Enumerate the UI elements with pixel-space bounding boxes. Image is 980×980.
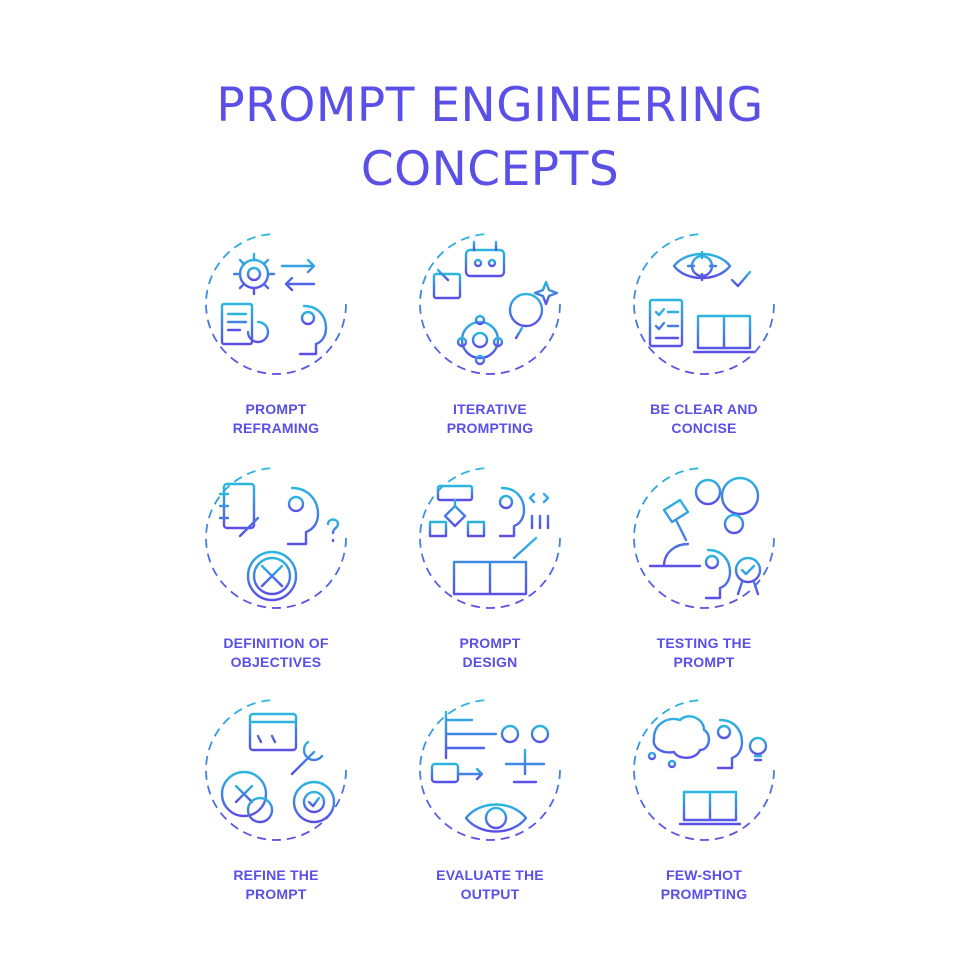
robot-icon: [430, 762, 484, 784]
open-book-icon: [692, 314, 756, 354]
compass-icon: [246, 550, 298, 602]
compass-icon: [220, 770, 274, 824]
bar-chart-icon: [444, 710, 498, 760]
concept-card-testing-the-prompt: TESTING THE PROMPT: [614, 458, 794, 672]
concept-label: DEFINITION OF OBJECTIVES: [223, 635, 329, 670]
robot-icon: [464, 240, 506, 278]
concept-card-be-clear-and-concise: BE CLEAR AND CONCISE: [614, 224, 794, 438]
arrows-icon: [280, 258, 316, 292]
iterative-prompting-badge: [419, 233, 561, 375]
wrench-icon: [290, 740, 324, 776]
gears-icon: [694, 476, 760, 535]
ai-head-icon: [286, 486, 320, 546]
magnifier-icon: [508, 292, 544, 340]
concept-label: FEW-SHOT PROMPTING: [660, 867, 748, 902]
be-clear-and-concise-badge: [633, 233, 775, 375]
ai-head-icon: [716, 718, 744, 770]
binary-code-icon: [528, 492, 550, 530]
book-quill-icon: [452, 536, 538, 596]
ai-head-icon: [298, 304, 328, 356]
sparkle-icon: [533, 280, 559, 306]
concept-label: TESTING THE PROMPT: [656, 635, 752, 670]
notebook-pencil-icon: [218, 482, 260, 538]
concept-label: ITERATIVE PROMPTING: [446, 401, 534, 436]
lightbulb-icon: [748, 736, 768, 762]
concept-card-refine-the-prompt: REFINE THE PROMPT: [186, 690, 366, 904]
testing-the-prompt-badge: [633, 467, 775, 609]
gear-cycle-icon: [456, 314, 504, 366]
concept-label: PROMPT DESIGN: [459, 635, 521, 670]
ai-head-icon: [498, 486, 526, 538]
concept-label: PROMPT REFRAMING: [232, 401, 320, 436]
concept-card-evaluate-the-output: EVALUATE THE OUTPUT: [400, 690, 580, 904]
concept-label: REFINE THE PROMPT: [233, 867, 319, 902]
concept-label: BE CLEAR AND CONCISE: [650, 401, 758, 436]
prompt-reframing-badge: [205, 233, 347, 375]
refine-the-prompt-badge: [205, 699, 347, 841]
question-icon: [326, 518, 340, 543]
open-book-icon: [678, 790, 742, 826]
eye-target-icon: [672, 250, 732, 282]
note-pencil-icon: [432, 268, 462, 300]
evaluate-the-output-badge: [419, 699, 561, 841]
brain-network-icon: [647, 715, 711, 769]
eye-icon: [464, 803, 528, 833]
flowchart-icon: [428, 484, 486, 538]
page-title: PROMPT ENGINEERING CONCEPTS: [0, 74, 980, 202]
microscope-icon: [648, 498, 702, 568]
award-badge-icon: [734, 556, 762, 596]
concept-card-iterative-prompting: ITERATIVE PROMPTING: [400, 224, 580, 438]
concept-card-prompt-reframing: PROMPT REFRAMING: [186, 224, 366, 438]
prompt-design-badge: [419, 467, 561, 609]
concept-card-few-shot-prompting: FEW-SHOT PROMPTING: [614, 690, 794, 904]
checkmark-icon: [730, 270, 752, 288]
rating-window-icon: [248, 712, 298, 752]
gear-check-icon: [292, 780, 336, 824]
checklist-icon: [648, 298, 684, 348]
concept-label: EVALUATE THE OUTPUT: [436, 867, 544, 902]
ai-head-icon: [704, 548, 732, 600]
scales-icon: [500, 724, 550, 784]
title-line-2: CONCEPTS: [360, 142, 620, 197]
concept-card-definition-of-objectives: DEFINITION OF OBJECTIVES: [186, 458, 366, 672]
refresh-icon: [246, 320, 270, 344]
few-shot-prompting-badge: [633, 699, 775, 841]
concept-card-prompt-design: PROMPT DESIGN: [400, 458, 580, 672]
document-icon: [220, 302, 254, 346]
gear-icon: [232, 252, 276, 296]
title-line-1: PROMPT ENGINEERING: [216, 78, 764, 133]
definition-of-objectives-badge: [205, 467, 347, 609]
